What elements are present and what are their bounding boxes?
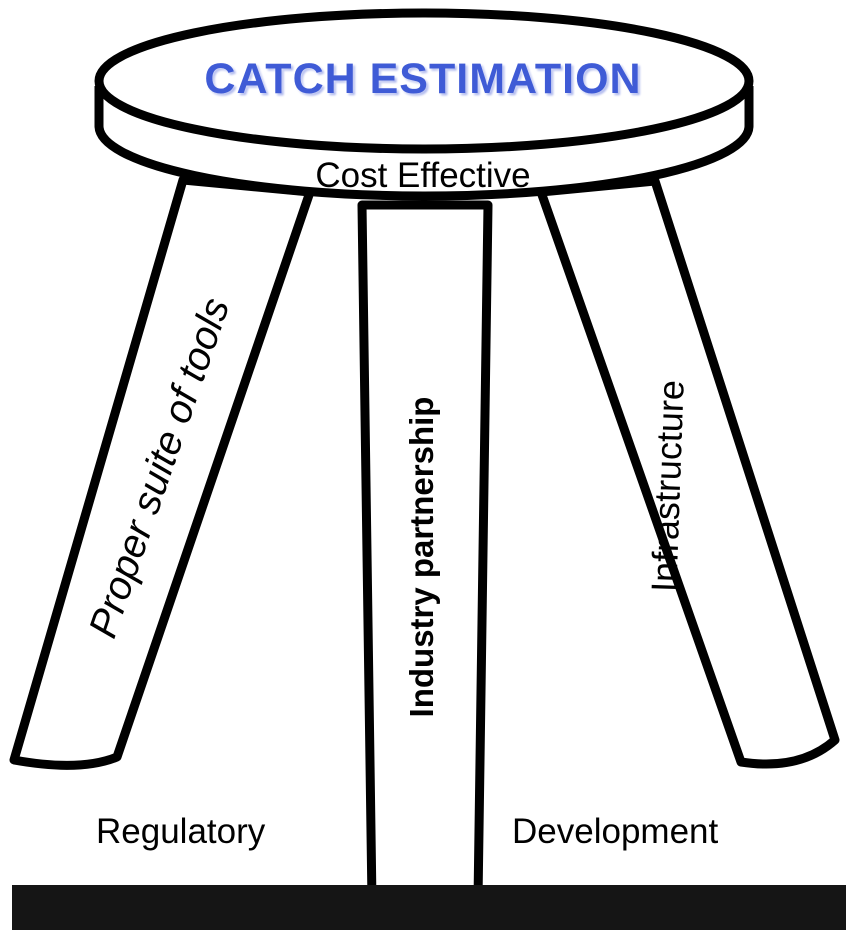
left-leg <box>9 175 315 770</box>
development-label: Development <box>512 812 719 851</box>
floor-bar <box>12 885 846 930</box>
right-leg <box>536 176 840 769</box>
regulatory-label: Regulatory <box>96 812 266 851</box>
seat-label: Cost Effective <box>315 156 531 195</box>
seat-top <box>94 8 754 154</box>
middle-leg-label: Industry partnership <box>403 396 440 718</box>
right-leg-label: Infrastructure <box>643 379 692 593</box>
stool-title: CATCH ESTIMATION <box>204 55 642 103</box>
